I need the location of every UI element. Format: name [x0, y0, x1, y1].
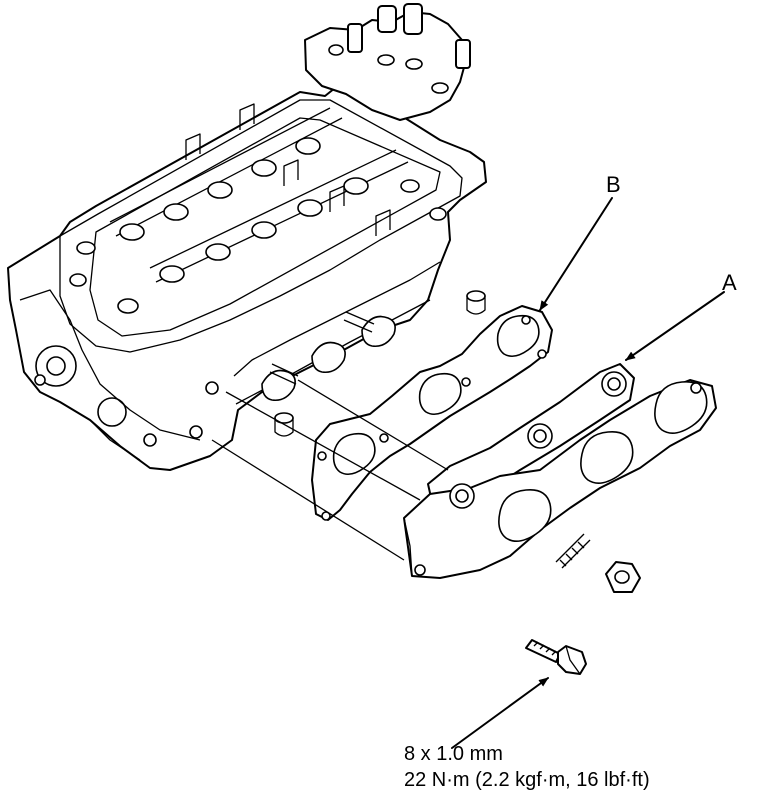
label-b: B — [606, 172, 621, 197]
intake-manifold-gasket — [311, 305, 553, 521]
leader-a — [625, 291, 725, 361]
rocker-bosses — [69, 137, 447, 314]
callout-bolt: 8 x 1.0 mm 22 N·m (2.2 kgf·m, 16 lbf·ft) — [404, 677, 650, 791]
callout-a: A — [625, 270, 737, 361]
alignment-lines — [211, 379, 449, 561]
gasket-ports — [332, 314, 540, 476]
bolt-torque-spec: 22 N·m (2.2 kgf·m, 16 lbf·ft) — [404, 769, 650, 791]
manifold-ports — [498, 380, 708, 542]
flange-bolt — [525, 639, 587, 675]
cylinder-head — [7, 3, 487, 471]
leader-bolt — [451, 677, 549, 749]
callout-b: B — [539, 172, 621, 311]
leader-b — [539, 197, 613, 311]
intake-manifold — [403, 363, 717, 593]
bolt-size-spec: 8 x 1.0 mm — [404, 743, 503, 765]
label-a: A — [722, 270, 737, 295]
head-intake-ports — [261, 315, 396, 402]
flange-nut — [605, 561, 641, 593]
